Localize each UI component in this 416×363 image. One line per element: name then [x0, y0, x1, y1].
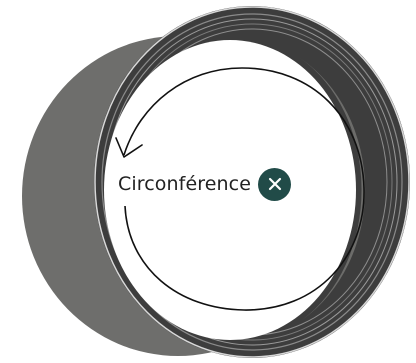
close-icon	[267, 176, 283, 192]
close-button[interactable]	[258, 168, 291, 201]
label-text: Circonférence	[118, 173, 251, 195]
circumference-label: Circonférence	[116, 166, 293, 202]
